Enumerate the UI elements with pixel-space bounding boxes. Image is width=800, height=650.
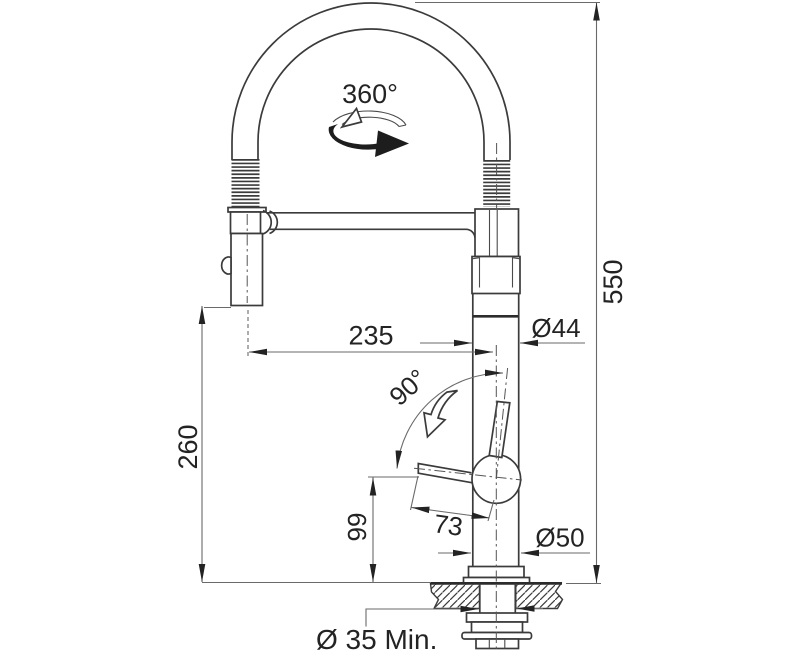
label-lever-axis-height: 99 — [342, 513, 372, 542]
centerline-lever-horizontal — [413, 467, 523, 481]
label-mounting-hole-min: Ø 35 Min. — [316, 624, 437, 650]
spout-sleeve-tabs — [471, 257, 521, 288]
rotation-disc-bottom-band — [328, 124, 393, 150]
label-lever-length: 73 — [432, 508, 465, 542]
arch-outer-tube — [231, 2, 511, 160]
dimension-550 — [415, 1, 601, 585]
label-base-diameter: Ø50 — [535, 523, 584, 553]
label-spray-head-height: 260 — [173, 424, 203, 469]
lever-up-position — [488, 400, 511, 459]
dimension-99 — [368, 476, 419, 582]
label-swivel-angle: 360° — [342, 79, 398, 109]
rotation-symbol-360 — [328, 106, 409, 157]
label-total-height: 550 — [598, 259, 628, 304]
leader-line-d35 — [365, 608, 461, 627]
horseshoe-washer — [465, 612, 529, 623]
label-spout-diameter: Ø44 — [531, 313, 580, 343]
dimension-d35min — [365, 605, 543, 627]
spray-head-button — [220, 256, 232, 275]
dimension-73 — [409, 475, 495, 522]
countertop-left-block — [429, 582, 481, 610]
spray-holder-clip — [262, 209, 279, 235]
rotation-arrow-head-white — [339, 106, 363, 129]
lever-horizontal-position — [417, 462, 473, 484]
arch-inner-tube — [257, 28, 485, 160]
ext-line-lever-tip — [409, 475, 419, 511]
dimension-260 — [198, 306, 431, 584]
countertop-right-block — [515, 582, 564, 610]
dimension-90deg — [395, 369, 504, 469]
arc-90deg — [395, 369, 504, 469]
label-spout-reach: 235 — [348, 321, 393, 351]
dimension-235 — [247, 310, 493, 356]
support-arm — [266, 211, 477, 239]
spray-holder-body — [229, 211, 262, 235]
label-lever-swing-angle: 90° — [383, 363, 432, 412]
rotation-arrow-90 — [422, 389, 459, 439]
dim-line-73 — [411, 506, 490, 519]
mounting-nut — [475, 638, 520, 650]
mounting-spacer — [470, 621, 524, 634]
rotation-arrow-head-black — [375, 130, 409, 157]
lever-swing-curved-arrow — [422, 389, 459, 439]
countertop-section — [429, 582, 564, 614]
